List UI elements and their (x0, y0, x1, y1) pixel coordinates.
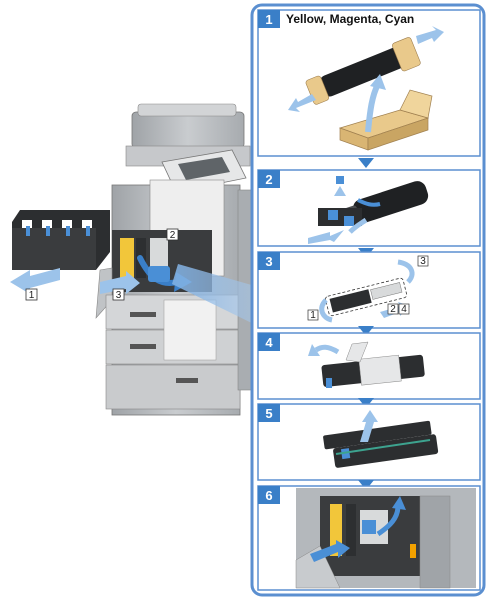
svg-text:Yellow, Magenta, Cyan: Yellow, Magenta, Cyan (286, 12, 414, 26)
step-4-panel: 4 (257, 332, 481, 400)
svg-text:3: 3 (116, 290, 122, 301)
step-5-panel: 5 (257, 403, 481, 481)
copier-machine-illustration (95, 103, 253, 416)
svg-text:3: 3 (420, 256, 426, 267)
step-arrow-4 (358, 398, 374, 408)
step-3-panel: 3 3 1 2 4 (257, 251, 481, 329)
callout-3-left: 3 (112, 288, 125, 301)
remove-arrow-left (10, 268, 60, 294)
svg-text:2: 2 (170, 230, 176, 241)
svg-text:3: 3 (265, 254, 272, 269)
svg-text:1: 1 (29, 290, 35, 301)
callout-1-left: 1 (25, 288, 38, 301)
step-arrow-1 (358, 158, 374, 168)
svg-text:6: 6 (265, 488, 272, 503)
waste-toner-box (12, 210, 110, 270)
step-6-panel: 6 (257, 485, 481, 591)
svg-text:4: 4 (265, 335, 273, 350)
step-2-panel: 2 (257, 169, 481, 247)
step-arrow-3 (358, 326, 374, 336)
svg-text:5: 5 (265, 406, 272, 421)
svg-text:1: 1 (265, 12, 272, 27)
callout-2-center: 2 (166, 228, 179, 241)
svg-text:4: 4 (401, 304, 407, 315)
svg-text:1: 1 (310, 310, 316, 321)
svg-text:2: 2 (265, 172, 272, 187)
zoom-beam (172, 264, 262, 328)
step-arrow-5 (358, 480, 374, 490)
step-1-panel: 1 Yellow, Magenta, Cyan (257, 9, 481, 157)
svg-text:2: 2 (390, 304, 396, 315)
